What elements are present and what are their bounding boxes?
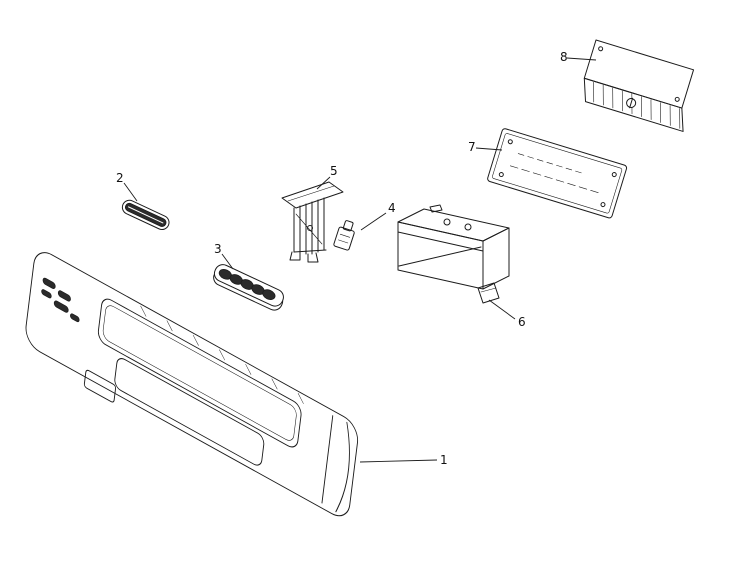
callout-3: 3 — [214, 242, 222, 256]
part-control-board — [487, 128, 628, 219]
part-control-module — [397, 204, 510, 304]
part-button-strip — [213, 264, 284, 311]
callout-labels: 1 2 3 4 5 6 7 8 — [116, 50, 568, 467]
callout-2: 2 — [116, 171, 124, 185]
part-switch — [333, 220, 355, 251]
part-bracket-assembly — [281, 181, 344, 263]
callout-4: 4 — [388, 201, 396, 215]
callout-leader-lines — [123, 57, 597, 463]
callout-8: 8 — [560, 50, 568, 64]
part-mounting-bracket — [583, 39, 695, 132]
part-nameplate-badge — [121, 199, 170, 231]
callout-6: 6 — [518, 315, 526, 329]
part-control-panel — [25, 252, 359, 517]
callout-1: 1 — [440, 453, 448, 467]
callout-7: 7 — [468, 140, 476, 154]
callout-5: 5 — [330, 164, 338, 178]
